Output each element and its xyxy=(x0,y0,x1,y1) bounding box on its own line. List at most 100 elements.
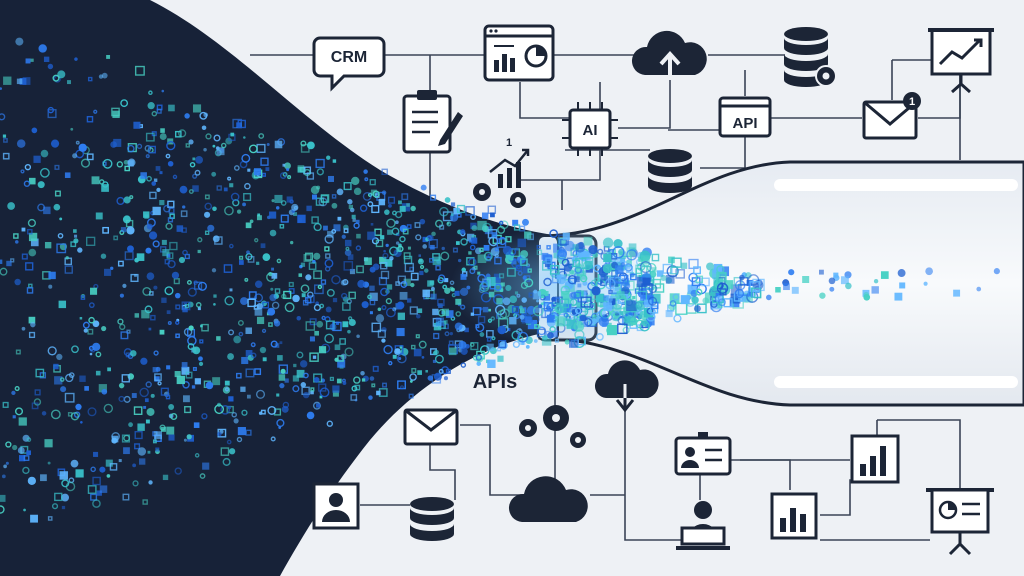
data-particle xyxy=(355,245,362,251)
data-particle xyxy=(101,388,108,395)
data-particle xyxy=(83,328,88,333)
data-particle xyxy=(414,222,421,229)
data-particle xyxy=(101,184,109,192)
data-particle xyxy=(142,286,152,296)
data-particle xyxy=(254,238,259,243)
data-particle xyxy=(161,239,167,245)
data-particle xyxy=(311,216,319,224)
data-particle xyxy=(512,340,520,349)
data-particle xyxy=(351,385,358,392)
data-particle xyxy=(521,342,524,345)
data-particle xyxy=(564,240,575,252)
data-particle xyxy=(513,224,521,231)
data-particle xyxy=(274,140,283,149)
data-particle xyxy=(598,316,610,327)
data-particle xyxy=(23,180,31,187)
data-particle xyxy=(187,343,195,350)
data-particle xyxy=(280,200,287,206)
data-particle xyxy=(224,205,234,216)
data-particle xyxy=(90,493,98,501)
data-particle xyxy=(130,273,139,283)
data-particle xyxy=(656,270,664,277)
data-particle xyxy=(818,269,824,275)
data-particle xyxy=(186,434,192,440)
data-particle xyxy=(880,271,889,279)
data-particle xyxy=(388,360,393,366)
data-particle xyxy=(111,107,120,117)
data-particle xyxy=(665,310,673,318)
data-particle xyxy=(472,307,482,316)
data-particle xyxy=(213,302,216,306)
data-particle xyxy=(280,368,286,374)
data-particle xyxy=(261,328,267,334)
data-particle xyxy=(416,313,421,319)
data-particle xyxy=(280,214,289,223)
data-particle xyxy=(324,258,334,268)
data-particle xyxy=(52,74,60,82)
data-particle xyxy=(183,395,190,403)
data-particle xyxy=(419,218,426,225)
data-particle xyxy=(464,327,469,333)
data-particle xyxy=(377,307,382,312)
data-particle xyxy=(319,395,323,399)
data-particle xyxy=(26,450,31,456)
data-particle xyxy=(380,235,385,240)
data-particle xyxy=(174,292,181,299)
data-particle xyxy=(406,203,410,207)
data-particle xyxy=(28,232,38,242)
data-particle xyxy=(341,292,348,300)
data-particle xyxy=(136,143,143,150)
data-particle xyxy=(279,223,285,229)
data-particle xyxy=(695,275,704,284)
data-particle xyxy=(367,201,374,208)
data-particle xyxy=(497,325,507,335)
data-particle xyxy=(233,418,239,424)
data-particle xyxy=(237,427,246,436)
data-particle xyxy=(432,359,437,363)
mail-icon xyxy=(403,408,459,446)
data-particle xyxy=(188,325,194,331)
data-particle xyxy=(152,439,157,444)
data-particle xyxy=(148,231,158,240)
data-particle xyxy=(479,332,485,337)
data-particle xyxy=(336,378,342,384)
data-particle xyxy=(27,476,37,486)
data-particle xyxy=(718,298,726,307)
data-particle xyxy=(829,286,835,292)
data-particle xyxy=(141,310,150,319)
data-particle xyxy=(212,206,217,212)
data-particle xyxy=(443,323,449,330)
data-particle xyxy=(525,316,532,324)
data-particle xyxy=(579,274,588,283)
data-particle xyxy=(513,313,520,320)
data-particle xyxy=(348,291,356,300)
data-particle xyxy=(274,194,283,204)
crm-chat-icon: CRM xyxy=(312,36,386,92)
data-particle xyxy=(111,435,119,443)
data-particle xyxy=(275,206,280,210)
data-particle xyxy=(313,252,321,260)
data-particle xyxy=(313,376,320,383)
data-particle xyxy=(152,206,161,216)
data-particle xyxy=(347,329,351,334)
data-particle xyxy=(106,474,111,478)
data-particle xyxy=(353,376,361,384)
data-particle xyxy=(303,168,311,177)
data-particle xyxy=(276,393,280,397)
data-particle xyxy=(61,505,66,510)
data-particle xyxy=(613,238,623,249)
data-particle xyxy=(279,172,287,179)
data-particle xyxy=(286,168,290,172)
data-particle xyxy=(343,182,352,191)
data-particle xyxy=(254,280,263,288)
data-particle xyxy=(134,65,145,76)
data-particle xyxy=(146,272,155,281)
data-particle xyxy=(517,331,529,343)
data-particle xyxy=(194,169,201,176)
data-particle xyxy=(477,254,487,264)
ai-chip-icon: AI xyxy=(562,102,618,156)
data-particle xyxy=(429,280,435,285)
data-particle xyxy=(277,355,283,361)
data-particle xyxy=(543,301,549,307)
data-particle xyxy=(23,508,26,512)
